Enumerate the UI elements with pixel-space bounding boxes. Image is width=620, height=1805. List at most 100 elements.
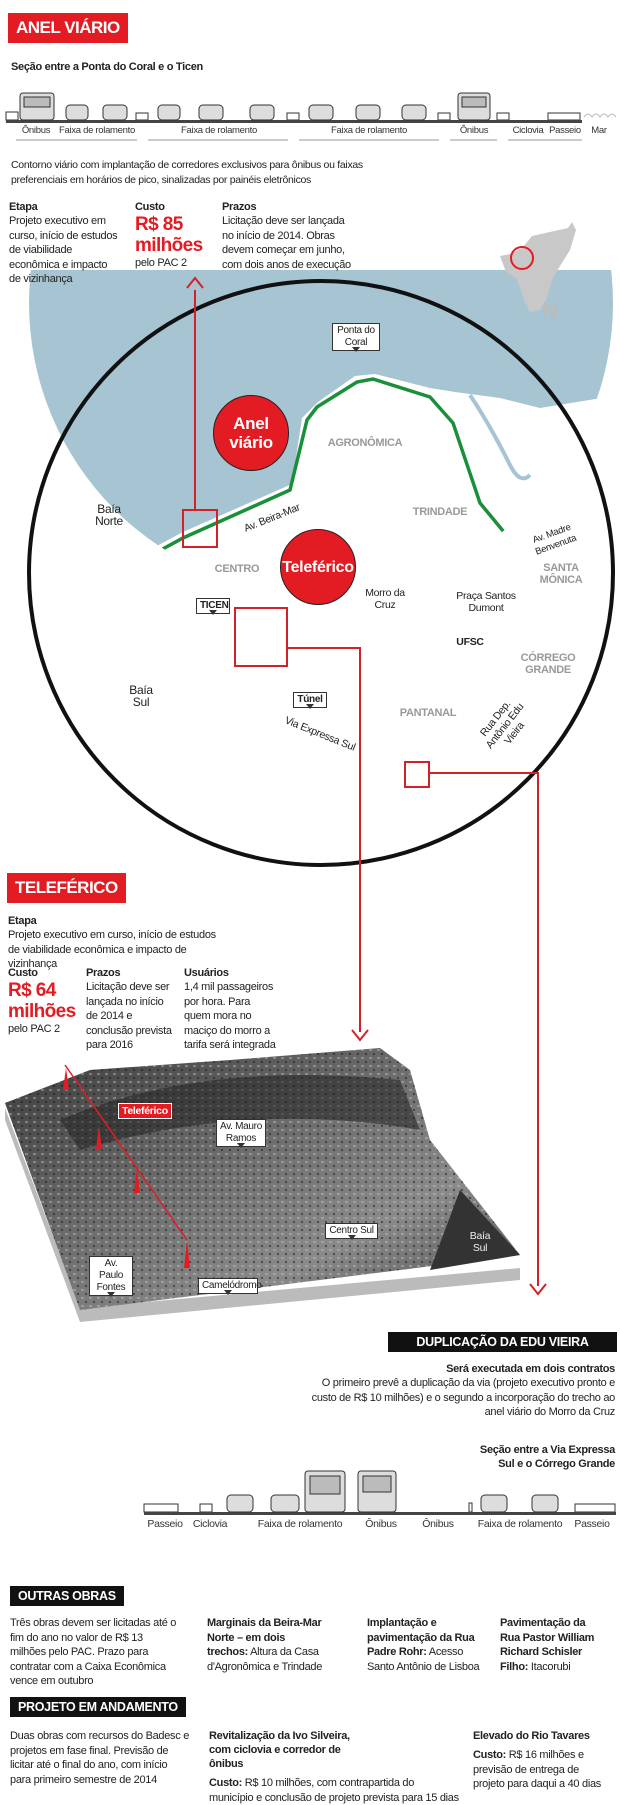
callout-box-teleferico [234, 607, 288, 667]
custo-label: Custo [135, 201, 165, 213]
edu-vieira-title: DUPLICAÇÃO DA EDU VIEIRA [388, 1332, 617, 1352]
lane-label: Faixa de rolamento [257, 1518, 343, 1530]
prazos-label: Prazos [222, 201, 257, 213]
item-text: Acesso Santo Antônio de Lisboa [367, 1646, 480, 1673]
via-expressa-label: Via Expressa Sul [282, 714, 358, 754]
callout-line-edu-vieira [537, 878, 539, 1286]
lane-label: Ônibus [422, 1518, 454, 1530]
usuarios-text: 1,4 mil passageiros por hora. Para quem … [184, 981, 276, 1051]
teleferico-route [245, 615, 485, 640]
ticen-label: TICEN [196, 598, 230, 615]
callout-line-teleferico [359, 878, 361, 1032]
projeto-andamento-title: PROJETO EM ANDAMENTO [10, 1697, 186, 1717]
anel-section-title: Seção entre a Ponta do Coral e o Ticen [11, 61, 203, 73]
custo-note: pelo PAC 2 [8, 1023, 60, 1035]
aerial-photo [5, 1048, 520, 1322]
anel-prazos: Prazos Licitação deve ser lançada no iní… [222, 200, 352, 272]
lane-label: Ciclovia [512, 125, 544, 136]
prazos-text: Licitação deve ser lançada no início de … [222, 215, 351, 271]
edu-section-title: Seção entre a Via Expressa Sul e o Córre… [479, 1444, 615, 1470]
lane-label: Ônibus [21, 125, 51, 136]
andamento-item: Elevado do Rio Tavares Custo: R$ 16 milh… [473, 1729, 613, 1792]
teleferico-etapa: Etapa Projeto executivo em curso, início… [8, 914, 228, 972]
teleferico-title: TELEFÉRICO [7, 873, 126, 903]
cost-label: Custo: [209, 1777, 243, 1789]
lane-label: Mar [591, 125, 607, 136]
district-trindade: TRINDADE [412, 506, 468, 518]
custo-value: R$ 85 milhões [135, 214, 203, 256]
outras-item: Pavimentação da Rua Pastor William Richa… [500, 1616, 600, 1674]
north-icon: N [542, 298, 558, 323]
anel-viario-title: ANEL VIÁRIO [8, 13, 128, 43]
callout-box-edu-vieira [404, 761, 430, 788]
tunel-label: Túnel [293, 692, 327, 709]
photo-label-camelodromo: Camelódromo [198, 1278, 262, 1295]
custo-label: Custo [8, 967, 38, 979]
anel-description: Contorno viário com implantação de corre… [11, 159, 363, 186]
praca-santos-dumont-label: Praça Santos Dumont [456, 590, 516, 614]
street-section-anel [5, 92, 617, 141]
outras-item: Marginais da Beira-Mar Norte – em dois t… [207, 1616, 327, 1674]
teleferico-usuarios: Usuários 1,4 mil passageiros por hora. P… [184, 966, 279, 1053]
edu-text: O primeiro prevê a duplicação da via (pr… [311, 1377, 616, 1418]
teleferico-custo: Custo R$ 64 milhões pelo PAC 2 [8, 966, 88, 1037]
lane-label: Ônibus [459, 125, 489, 136]
lane-label: Faixa de rolamento [59, 125, 135, 136]
photo-label-baia-sul: Baía Sul [469, 1230, 491, 1254]
outras-obras-title: OUTRAS OBRAS [10, 1586, 124, 1606]
baia-norte-label: Baía Norte [95, 502, 123, 528]
photo-label-paulo-fontes: Av. Paulo Fontes [89, 1256, 133, 1297]
bus-icon [19, 92, 55, 121]
outras-item: Implantação e pavimentação da Rua Padre … [367, 1616, 485, 1674]
item-title: Marginais da Beira-Mar Norte – em dois t… [207, 1617, 322, 1658]
item-text: Itacorubi [528, 1660, 571, 1673]
morro-cruz-label: Morro da Cruz [365, 587, 405, 611]
cable-towers [63, 1068, 190, 1268]
arrow-down-icon [351, 1029, 369, 1042]
item-title: Implantação e pavimentação da Rua Padre … [367, 1617, 475, 1658]
beira-mar-label: Av. Beira-Mar [242, 501, 302, 535]
district-centro: CENTRO [214, 563, 260, 575]
lane-label: Faixa de rolamento [331, 125, 407, 136]
etapa-text: Projeto executivo em curso, início de es… [8, 929, 216, 970]
ponta-coral-label: Ponta do Coral [332, 323, 380, 352]
district-agronomica: AGRONÔMICA [327, 437, 403, 449]
item-title: Revitalização da Ivo Silveira, com ciclo… [209, 1730, 350, 1770]
bus-icon [304, 1470, 346, 1513]
anel-custo: Custo R$ 85 milhões pelo PAC 2 [135, 200, 215, 271]
cable-line [64, 1064, 188, 1241]
cost-text: R$ 16 milhões e previsão de entrega de p… [473, 1749, 601, 1790]
locator-map: N [500, 222, 576, 323]
anel-viario-bubble: Anel viário [213, 395, 289, 471]
anel-etapa: Etapa Projeto executivo em curso, início… [9, 200, 119, 287]
item-title: Pavimentação da Rua Pastor William Richa… [500, 1617, 595, 1673]
prazos-label: Prazos [86, 967, 121, 979]
car-icons [65, 104, 427, 121]
lane-label: Passeio [147, 1518, 183, 1530]
item-title: Elevado do Rio Tavares [473, 1730, 590, 1742]
usuarios-label: Usuários [184, 967, 229, 979]
photo-label-teleferico: Teleférico [118, 1103, 172, 1119]
item-text: Altura da Casa d'Agronômica e Trindade [207, 1646, 323, 1673]
callout-box-beira-mar [182, 509, 218, 548]
edu-vieira-info: Será executada em dois contratos O prime… [295, 1362, 616, 1420]
lane-label: Passeio [549, 125, 581, 136]
andamento-item: Revitalização da Ivo Silveira, com ciclo… [209, 1729, 459, 1805]
etapa-label: Etapa [9, 201, 38, 213]
cost-label: Custo: [473, 1749, 507, 1761]
etapa-label: Etapa [8, 915, 37, 927]
madre-benvenuta-label: Av. Madre Benvenuta [531, 521, 578, 558]
edu-vieira-label: Rua Dep. Antônio Edu Vieira [477, 698, 527, 751]
lane-label: Faixa de rolamento [181, 125, 257, 136]
custo-note: pelo PAC 2 [135, 257, 187, 269]
photo-label-centro-sul: Centro Sul [325, 1223, 378, 1240]
etapa-text: Projeto executivo em curso, início de es… [9, 215, 118, 285]
arrow-down-icon [529, 1283, 547, 1296]
district-corrego-grande: CÓRREGO GRANDE [520, 652, 576, 676]
andamento-intro: Duas obras com recursos do Badesc e proj… [10, 1730, 190, 1786]
street-section-edu [143, 1470, 616, 1515]
baia-sul-label: Baía Sul [129, 683, 153, 709]
lane-label: Ciclovia [192, 1518, 228, 1530]
edu-subtitle: Será executada em dois contratos [446, 1363, 615, 1375]
district-pantanal: PANTANAL [399, 707, 457, 719]
